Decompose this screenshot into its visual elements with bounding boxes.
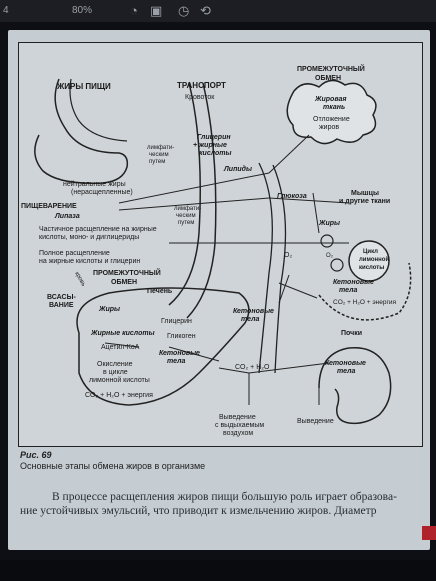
label-oxidation-1: Окисление [97,361,133,368]
label-full-split-2: на жирные кислоты и глицерин [39,258,140,265]
blood-vessel-right [186,82,217,319]
body-line-2: ние устойчивых эмульсий, что приводит к … [20,505,377,517]
label-liver-fa: Жирные кислоты [90,330,155,337]
label-muscles-2: и другие ткани [339,198,390,205]
label-lipids: Липиды [223,165,252,173]
label-deposit-1: Отложение [313,116,350,123]
status-bar: 4 80% ◔ ▣ ◷ ⟲ [0,0,436,22]
label-o2-a: O₂ [284,252,292,259]
status-left-text: 4 [3,5,9,16]
label-glucose: Глюкоза [277,193,307,200]
label-adipose-1: Жировая [314,96,346,103]
label-lymph-1a: лимфати- [147,145,174,151]
rotate-icon: ⟲ [200,3,211,18]
label-absorption-2: ВАНИЕ [49,302,74,309]
label-lymph-2b: ческим [176,213,196,219]
label-muscles-1: Мышцы [351,190,379,197]
alarm-icon: ◷ [178,3,190,18]
label-exhaled-1: Выведение [219,414,256,421]
label-blood: Кровоток [185,94,215,101]
label-exhaled-3: воздухом [223,430,253,437]
label-digestion: ПИЩЕВАРЕНИЕ [21,203,77,210]
figure-frame: ЖИРЫ ПИЩИ ТРАНСПОРТ Кровоток ПРОМЕЖУТОЧН… [18,42,423,447]
stomach-inner-line [69,78,128,142]
label-krebs-1: Цикл [363,249,378,255]
bottom-bar [0,560,436,581]
label-glycerol-fa-3: кислоты [199,150,231,157]
label-lipase: Липаза [54,213,80,220]
label-kidney-ketone-1: Кетоновые [325,360,366,367]
label-liver: Печень [147,288,173,295]
label-food-fats: ЖИРЫ ПИЩИ [56,82,111,91]
label-liver-ketone-1: Кетоновые [159,350,200,357]
label-krebs-2: лимонной [359,256,389,263]
label-lymph-1b: ческим [149,152,169,158]
label-lymph-2a: лимфати- [174,206,201,212]
vessel-mid [258,162,273,374]
vessel-mid-2 [272,164,287,374]
label-kidneys: Почки [341,330,362,337]
label-ketone-right-2: тела [339,287,357,294]
label-krebs-3: кислоты [359,265,384,271]
label-neutral-fats-1: нейтральные жиры [63,180,126,188]
label-intermediate-top-1: ПРОМЕЖУТОЧНЫЙ [297,64,365,73]
label-liver-glycogen: Гликоген [167,333,196,340]
label-acetyl: Ацетил-КоА [101,344,140,351]
label-deposit-2: жиров [319,124,339,131]
label-lymph-2c: путем [178,220,194,226]
label-absorption-1: ВСАСЫ- [47,294,76,301]
blood-vessel-left [168,82,201,306]
label-oxidation-2: в цикле [103,369,128,376]
cellular-icon: ▣ [150,3,163,18]
label-kidney-ketone-2: тела [337,368,355,375]
arrow-lines [104,134,350,405]
label-blood-vertical: кровь [73,271,86,288]
figure-caption: Основные этапы обмена жиров в организме [20,461,206,471]
figure-number: Рис. 69 [20,450,52,460]
wifi-icon: ◔ [130,3,138,18]
label-ketone-mid-1: Кетоновые [233,308,274,315]
label-co2-h2o: CO₂ + H₂O [235,364,270,371]
label-neutral-fats-2: (нерасщепленные) [71,189,133,196]
krebs-circle [348,240,390,282]
muscle-cell-outline [318,262,412,321]
label-excretion: Выведение [297,418,334,425]
stomach-shape [34,78,129,184]
label-o2-b: O₂ [326,253,334,259]
label-full-split-1: Полное расщепление [39,250,110,257]
cell-circle-1 [320,234,334,248]
label-co2-energy-right: CO₂ + H₂O + энергия [333,299,396,306]
battery-level: 80% [72,5,93,16]
label-partial-split-2: кислоты, моно- и диглицериды [39,234,139,241]
fat-metabolism-diagram: ЖИРЫ ПИЩИ ТРАНСПОРТ Кровоток ПРОМЕЖУТОЧН… [21,64,412,437]
label-liver-fats: Жиры [98,306,120,313]
label-adipose-2: ткань [323,104,345,111]
label-partial-split-1: Частичное расщепление на жирные [39,226,157,233]
label-intermediate-top-2: ОБМЕН [315,75,341,82]
label-ketone-mid-2: тела [241,316,259,323]
label-intermediate-mid-1: ПРОМЕЖУТОЧНЫЙ [93,268,161,277]
red-bookmark-mark [422,526,436,540]
label-lymph-1c: путем [149,159,165,165]
label-oxidation-3: лимонной кислоты [89,376,150,384]
cell-circle-2 [330,258,344,272]
adipose-cloud [286,79,377,145]
label-glycerol-fa-1: Глицерин [197,134,231,141]
label-glycerol-fa-2: + жирные [193,142,227,149]
label-liver-ketone-2: тела [167,358,185,365]
label-exhaled-2: с выдыхаемым [215,422,264,429]
liver-shape [76,287,250,406]
label-liver-glycerol: Глицерин [161,318,192,325]
body-text: В процессе расщепления жиров пищи большу… [20,490,428,518]
label-fats-right: Жиры [318,220,340,227]
body-line-1: В процессе расщепления жиров пищи большу… [52,491,397,503]
label-ketone-right-1: Кетоновые [333,279,374,286]
kidney-shape [318,346,392,425]
label-transport: ТРАНСПОРТ [177,81,226,90]
label-intermediate-mid-2: ОБМЕН [111,279,137,286]
book-page: ЖИРЫ ПИЩИ ТРАНСПОРТ Кровоток ПРОМЕЖУТОЧН… [8,30,430,550]
label-liver-co2: CO₂ + H₂O + энергия [85,392,153,399]
